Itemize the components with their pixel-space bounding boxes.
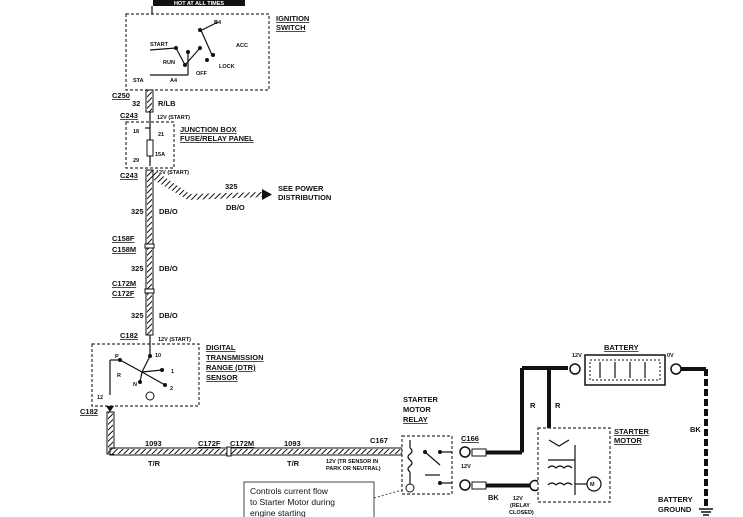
wire-325-d: 325 xyxy=(131,311,144,320)
banner-text: HOT AT ALL TIMES xyxy=(174,1,224,7)
ign-acc: ACC xyxy=(236,43,248,49)
junction-box: 18 21 15A 29 JUNCTION BOX FUSE/RELAY PAN… xyxy=(125,112,254,169)
jb-fuse: 15A xyxy=(155,152,165,158)
battery-12v: 12V xyxy=(572,353,582,359)
conn-c158m: C158M xyxy=(112,245,136,254)
wire-32: 32 xyxy=(132,99,140,108)
conn-c182-b: C182 xyxy=(80,407,98,416)
ignition-title-1: IGNITION xyxy=(276,14,309,23)
conn-c172m-h: C172M xyxy=(230,439,254,448)
v12-relay: 12V xyxy=(461,464,471,470)
conn-c182-a: C182 xyxy=(120,331,138,340)
conn-c172f-h: C172F xyxy=(198,439,221,448)
wire-325-c: 325 xyxy=(131,264,144,273)
battery-title: BATTERY xyxy=(604,343,639,352)
jb-pin29: 29 xyxy=(133,158,139,164)
ground-label-2: GROUND xyxy=(658,505,692,514)
dtr-pin10: 10 xyxy=(155,353,161,359)
wire-r-2: R xyxy=(555,401,561,410)
relay-title-2: MOTOR xyxy=(403,405,431,414)
see-power-2: DISTRIBUTION xyxy=(278,193,331,202)
ground-symbol xyxy=(699,508,713,516)
relay-title-1: STARTER xyxy=(403,395,438,404)
conn-c158f: C158F xyxy=(112,234,135,243)
jb-pin18: 18 xyxy=(133,129,139,135)
wire-dbo-d: DB/O xyxy=(159,311,178,320)
wire-325-b: 325 xyxy=(131,207,144,216)
battery: BATTERY 12V 0V xyxy=(569,343,682,386)
conn-c166: C166 xyxy=(461,434,479,443)
dtr-pin2: 2 xyxy=(170,386,173,392)
tr-sensor-2: PARK OR NEUTRAL) xyxy=(326,466,381,472)
junction-title-2: FUSE/RELAY PANEL xyxy=(180,134,254,143)
callout-line-1: Controls current flow xyxy=(250,486,329,496)
wire-325-a: 325 xyxy=(225,182,238,191)
starter-motor-relay: STARTER MOTOR RELAY xyxy=(401,395,453,495)
terminal-relay-out xyxy=(459,479,471,491)
wire-bk-ground: BK xyxy=(690,425,701,434)
see-power-1: SEE POWER xyxy=(278,184,324,193)
wire-dbo-c: DB/O xyxy=(159,264,178,273)
dtr-pin1: 1 xyxy=(171,369,174,375)
motor-title-2: MOTOR xyxy=(614,436,642,445)
junction-title-1: JUNCTION BOX xyxy=(180,125,237,134)
jb-pin21: 21 xyxy=(158,132,164,138)
conn-c243-b: C243 xyxy=(120,171,138,180)
ign-sta: STA xyxy=(133,78,144,84)
hot-at-all-times-banner xyxy=(153,0,245,6)
callout: Controls current flow to Starter Motor d… xyxy=(243,481,403,517)
dtr-title-3: RANGE (DTR) xyxy=(206,363,256,372)
dtr-r: R xyxy=(117,373,121,379)
tr-sensor-1: 12V (TR SENSOR IN xyxy=(326,459,378,465)
ignition-switch: IGNITION SWITCH START RUN OFF LOCK ACC B… xyxy=(125,6,309,91)
v12-start-3: 12V (START) xyxy=(158,337,191,343)
conn-c172m: C172M xyxy=(112,279,136,288)
dtr-title-2: TRANSMISSION xyxy=(206,353,264,362)
dtr-title-1: DIGITAL xyxy=(206,343,236,352)
ign-lock: LOCK xyxy=(219,64,235,70)
terminal-c166 xyxy=(459,446,471,458)
ign-off: OFF xyxy=(196,71,208,77)
dtr-n: N xyxy=(133,382,137,388)
wire-dbo-b: DB/O xyxy=(159,207,178,216)
wire-tr-a: T/R xyxy=(148,459,161,468)
callout-line-2: to Starter Motor during xyxy=(250,497,335,507)
v12-start-2: 12V (START) xyxy=(156,170,189,176)
wire-1093-a: 1093 xyxy=(145,439,162,448)
conn-c250: C250 xyxy=(112,91,130,100)
ign-a4: A4 xyxy=(170,78,178,84)
v12-start-1: 12V (START) xyxy=(157,115,190,121)
wire-bk-relay: BK xyxy=(488,493,499,502)
motor-title-1: STARTER xyxy=(614,427,649,436)
ign-start: START xyxy=(150,42,169,48)
ignition-title-2: SWITCH xyxy=(276,23,306,32)
ground-label-1: BATTERY xyxy=(658,495,693,504)
ign-run: RUN xyxy=(163,60,175,66)
callout-line-3: engine starting xyxy=(250,508,306,517)
motor-symbol: M xyxy=(590,482,595,488)
relay-title-3: RELAY xyxy=(403,415,428,424)
wire-r-1: R xyxy=(530,401,536,410)
wire-tr-b: T/R xyxy=(287,459,300,468)
battery-0v: 0V xyxy=(667,353,674,359)
wire-dbo-a: DB/O xyxy=(226,203,245,212)
wire-rlb: R/LB xyxy=(158,99,176,108)
dtr-sensor: P R N 10 2 1 12 DIGITAL TRANSMISSION RAN… xyxy=(91,335,264,407)
conn-c167: C167 xyxy=(370,436,388,445)
wire-1093-b: 1093 xyxy=(284,439,301,448)
conn-c172f: C172F xyxy=(112,289,135,298)
v12-closed-3: CLOSED) xyxy=(509,510,534,516)
v12-closed-2: (RELAY xyxy=(510,503,530,509)
v12-closed-1: 12V xyxy=(513,496,523,502)
conn-c243-a: C243 xyxy=(120,111,138,120)
dtr-pin12: 12 xyxy=(97,395,103,401)
dtr-title-4: SENSOR xyxy=(206,373,238,382)
dtr-p: P xyxy=(115,354,119,360)
ign-b4: B4 xyxy=(214,20,222,26)
starter-motor: M STARTER MOTOR xyxy=(537,427,649,503)
